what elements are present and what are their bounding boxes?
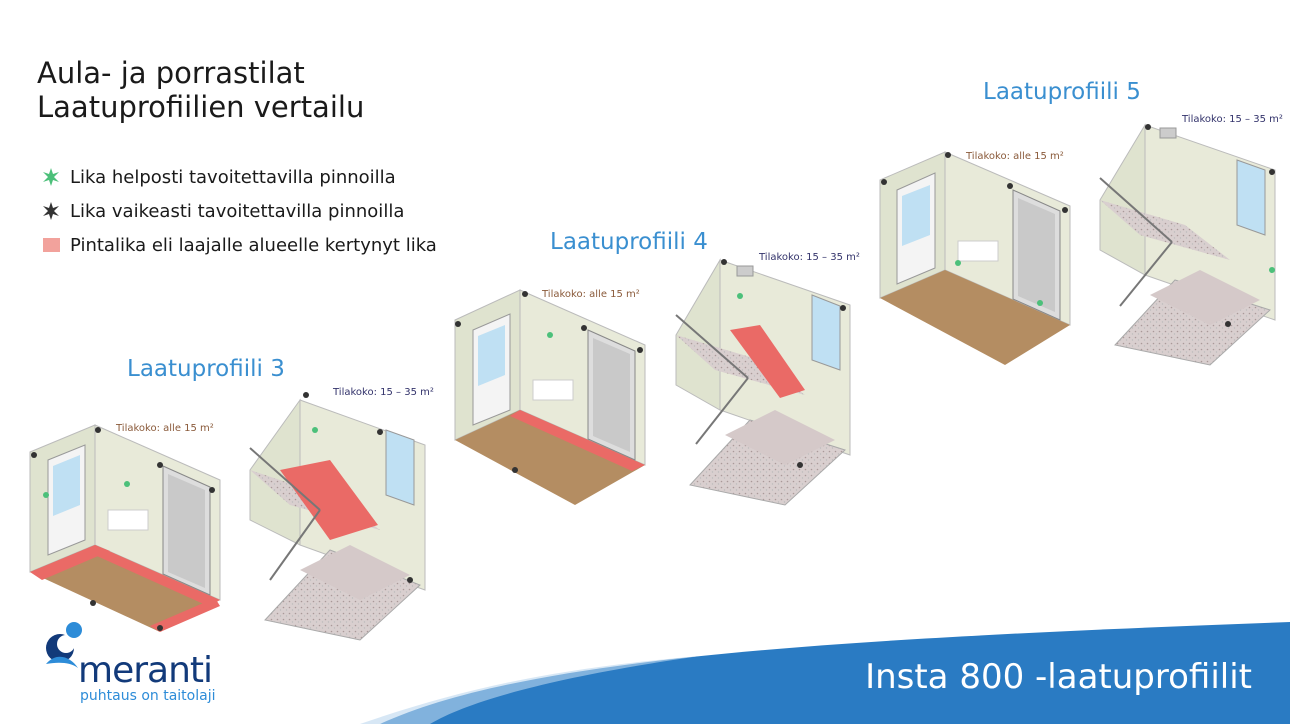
title-line-1: Aula- ja porrastilat (37, 56, 305, 90)
profile-5-small-size: Tilakoko: alle 15 m² (966, 151, 1064, 162)
profile-3-small-size: Tilakoko: alle 15 m² (116, 423, 214, 434)
stairs-illustration-3 (249, 398, 426, 641)
lobby-illustration-4 (454, 289, 646, 505)
legend-label-surface: Pintalika eli laajalle alueelle kertynyt… (70, 234, 437, 256)
page-title: Aula- ja porrastilat Laatuprofiilien ver… (37, 56, 364, 124)
meranti-logo-mark-icon (46, 622, 82, 668)
title-line-2: Laatuprofiilien vertailu (37, 90, 365, 124)
profile-5-label: Laatuprofiili 5 (983, 79, 1141, 105)
profile-3-large-size: Tilakoko: 15 – 35 m² (333, 387, 434, 398)
dark-splat-icon (40, 200, 62, 222)
green-splat-icon (40, 166, 62, 188)
logo-tagline: puhtaus on taitolaji (80, 688, 216, 704)
red-swatch-icon (40, 234, 62, 256)
profile-4-small-size: Tilakoko: alle 15 m² (542, 289, 640, 300)
profile-4-large-size: Tilakoko: 15 – 35 m² (759, 252, 860, 263)
dirt-markers (31, 124, 1275, 631)
legend-item-surface: Pintalika eli laajalle alueelle kertynyt… (40, 228, 437, 262)
stairs-illustration-4 (675, 258, 851, 506)
legend-label-easy: Lika helposti tavoitettavilla pinnoilla (70, 166, 396, 188)
legend-item-hard: Lika vaikeasti tavoitettavilla pinnoilla (40, 194, 437, 228)
legend-item-easy: Lika helposti tavoitettavilla pinnoilla (40, 160, 437, 194)
lobby-illustration-3 (29, 424, 221, 632)
footer-title: Insta 800 -laatuprofiilit (865, 657, 1252, 697)
legend: Lika helposti tavoitettavilla pinnoilla … (40, 160, 437, 262)
profile-5-large-size: Tilakoko: 15 – 35 m² (1182, 114, 1283, 125)
stairs-illustration-5 (1099, 123, 1276, 366)
profile-4-label: Laatuprofiili 4 (550, 229, 708, 255)
lobby-illustration-5 (879, 151, 1071, 365)
profile-3-label: Laatuprofiili 3 (127, 356, 285, 382)
logo-wordmark: meranti (78, 650, 213, 691)
legend-label-hard: Lika vaikeasti tavoitettavilla pinnoilla (70, 200, 405, 222)
